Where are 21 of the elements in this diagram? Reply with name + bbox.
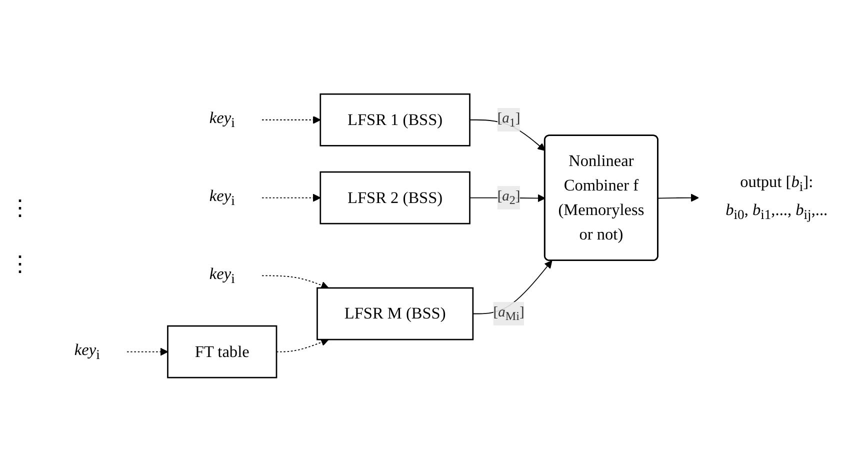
- node-text: key$_{i}$: [209, 264, 235, 286]
- edge-label: [a$_{1}$]: [497, 110, 520, 129]
- node-text: key$_{i}$: [209, 108, 235, 130]
- arrow: [262, 274, 329, 289]
- ellipsis-mark: ⋮: [9, 250, 31, 276]
- edge-label: [a$_{Mi}$]: [493, 304, 524, 323]
- node-text: output [b$_{i}$]: b$_{i0}$, b$_{i1}$,..., b$_{ij}$,...: [726, 172, 828, 222]
- edge-label: [a$_{2}$]: [497, 188, 520, 207]
- arrow: [126, 347, 168, 356]
- node-text: key$_{i}$: [74, 340, 100, 362]
- node-box: LFSR M (BSS): [316, 286, 474, 340]
- arrow: [658, 193, 699, 202]
- node-box: LFSR 1 (BSS): [320, 93, 470, 146]
- ellipsis-mark: ⋮: [9, 194, 31, 220]
- node-box: FT table: [167, 324, 278, 378]
- arrow: [262, 193, 321, 202]
- arrow: [276, 338, 329, 352]
- arrow: [262, 116, 321, 124]
- node-text: key$_{i}$: [209, 186, 235, 208]
- arrow: [469, 119, 546, 151]
- node-box: LFSR 2 (BSS): [320, 170, 470, 224]
